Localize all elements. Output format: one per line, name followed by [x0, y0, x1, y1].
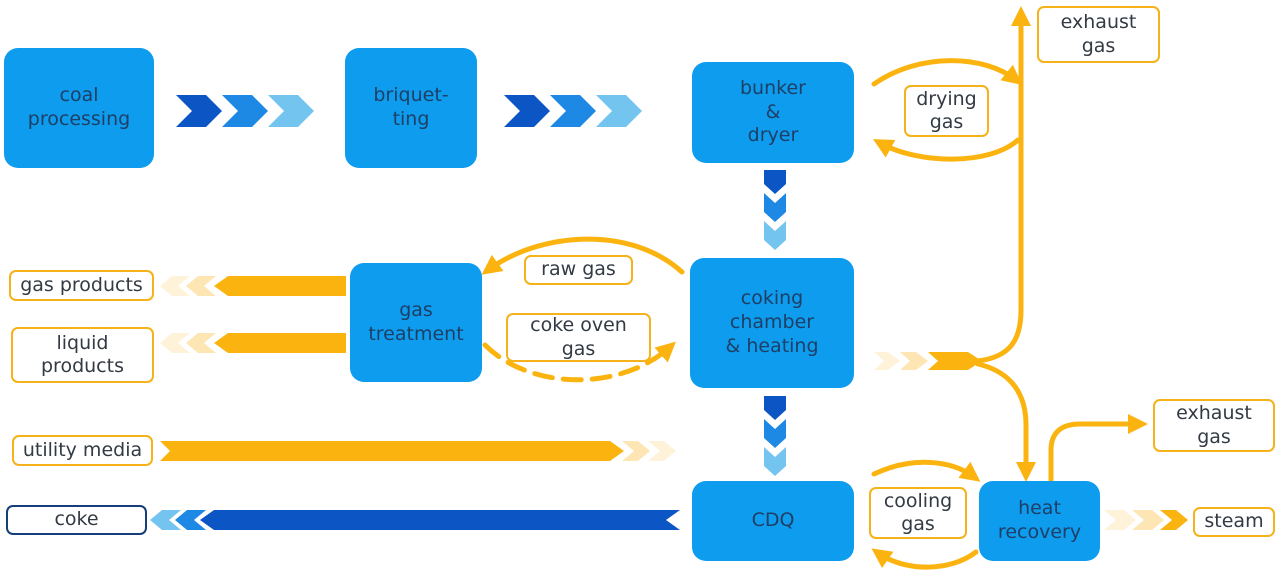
flow-cdq-to-coke [150, 510, 680, 530]
exhaust-gas-top-label: exhaust gas [1037, 6, 1160, 63]
raw-gas-label: raw gas [524, 255, 633, 285]
flow-gas-treatment-to-liquid-products [160, 333, 346, 353]
arrow-raw-gas [481, 236, 685, 275]
arrow-heat-recovery-to-exhaust [1048, 414, 1148, 483]
coke-oven-gas-label: coke oven gas [506, 313, 651, 362]
drying-gas-label: drying gas [904, 85, 989, 137]
chevron-mid [764, 193, 786, 222]
chevrons-bunker-to-coking [764, 170, 786, 250]
liquid-products-label: liquid products [11, 327, 154, 383]
arrow-cooling-gas-in [871, 459, 981, 482]
flow-gas-treatment-to-gas-products [160, 276, 346, 296]
flow-utility-media [160, 441, 676, 461]
coke-label: coke [6, 505, 147, 535]
coal-processing-box: coal processing [4, 48, 154, 168]
chevron-light [764, 447, 786, 476]
flow-heat-recovery-to-steam [1104, 510, 1188, 530]
chevron-light [268, 95, 314, 127]
chevron-dark [764, 396, 786, 420]
exhaust-gas-right-label: exhaust gas [1153, 399, 1275, 452]
arrow-coking-to-exhaust [975, 6, 1031, 364]
gas-treatment-box: gas treatment [350, 263, 482, 382]
briquetting-box: briquet- ting [345, 48, 477, 168]
cooling-gas-label: cooling gas [869, 487, 967, 539]
chevrons-coking-to-cdq [764, 396, 786, 476]
chevrons-briquetting-to-bunker [504, 95, 642, 127]
cdq-box: CDQ [692, 481, 854, 561]
arrow-coke-oven-gas [482, 341, 676, 383]
chevron-dark [504, 95, 550, 127]
chevron-mid [550, 95, 596, 127]
bunker-dryer-box: bunker & dryer [692, 62, 854, 163]
chevron-dark [176, 95, 222, 127]
chevron-light [764, 221, 786, 250]
gas-products-label: gas products [9, 270, 154, 301]
arrow-coking-to-heat-recovery [975, 361, 1036, 482]
chevrons-coal-to-briquetting [176, 95, 314, 127]
chevron-dark [764, 170, 786, 194]
chevron-light [596, 95, 642, 127]
arrow-cooling-gas-return [871, 548, 979, 570]
chevron-mid [764, 419, 786, 448]
arrow-drying-gas-return [872, 137, 1021, 162]
utility-media-label: utility media [12, 435, 153, 466]
chevron-mid [222, 95, 268, 127]
coking-chamber-box: coking chamber & heating [690, 258, 854, 388]
arrow-bunker-to-exhaust-drying [871, 58, 1023, 87]
flow-coking-gas-out [874, 352, 982, 370]
heat-recovery-box: heat recovery [979, 481, 1100, 561]
steam-label: steam [1193, 507, 1275, 537]
